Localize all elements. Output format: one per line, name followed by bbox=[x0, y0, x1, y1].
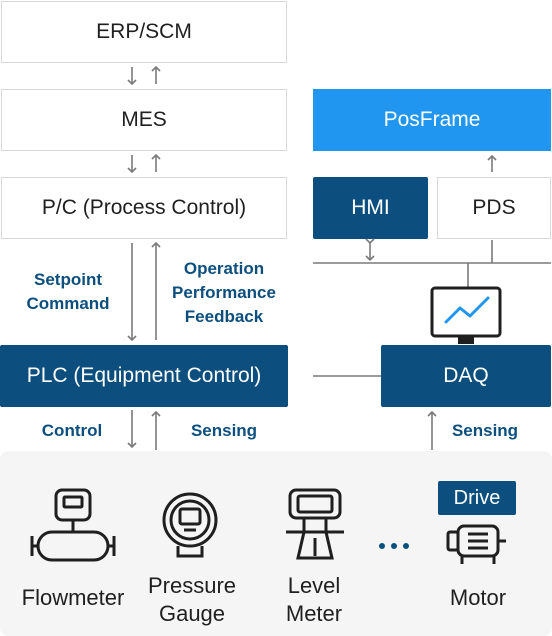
sensing-left-label: Sensing bbox=[190, 421, 258, 440]
motor-icon bbox=[446, 524, 506, 564]
monitor-chart-icon bbox=[430, 286, 502, 344]
mes-box: MES bbox=[1, 89, 287, 151]
operation-feedback-label: Operation Performance Feedback bbox=[172, 259, 276, 326]
level-meter-icon bbox=[286, 488, 344, 560]
setpoint-command-label: Setpoint Command bbox=[26, 270, 110, 313]
plc-box: PLC (Equipment Control) bbox=[0, 345, 288, 407]
process-control-box: P/C (Process Control) bbox=[1, 177, 287, 239]
pds-box: PDS bbox=[437, 177, 551, 239]
daq-box: DAQ bbox=[381, 345, 551, 407]
flowmeter-label: Flowmeter bbox=[21, 585, 125, 610]
ellipsis-dots bbox=[379, 543, 409, 549]
posframe-box: PosFrame bbox=[313, 89, 551, 151]
erp-scm-box: ERP/SCM bbox=[1, 1, 287, 63]
motor-label: Motor bbox=[449, 585, 507, 610]
level-meter-label: Level Meter bbox=[285, 573, 343, 626]
pressure-gauge-label: Pressure Gauge bbox=[147, 573, 237, 626]
drive-badge: Drive bbox=[438, 481, 516, 515]
pressure-gauge-icon bbox=[162, 492, 218, 558]
hmi-box: HMI bbox=[313, 177, 428, 239]
control-label: Control bbox=[41, 421, 103, 440]
sensing-right-label: Sensing bbox=[451, 421, 519, 440]
flowmeter-icon bbox=[30, 488, 116, 562]
